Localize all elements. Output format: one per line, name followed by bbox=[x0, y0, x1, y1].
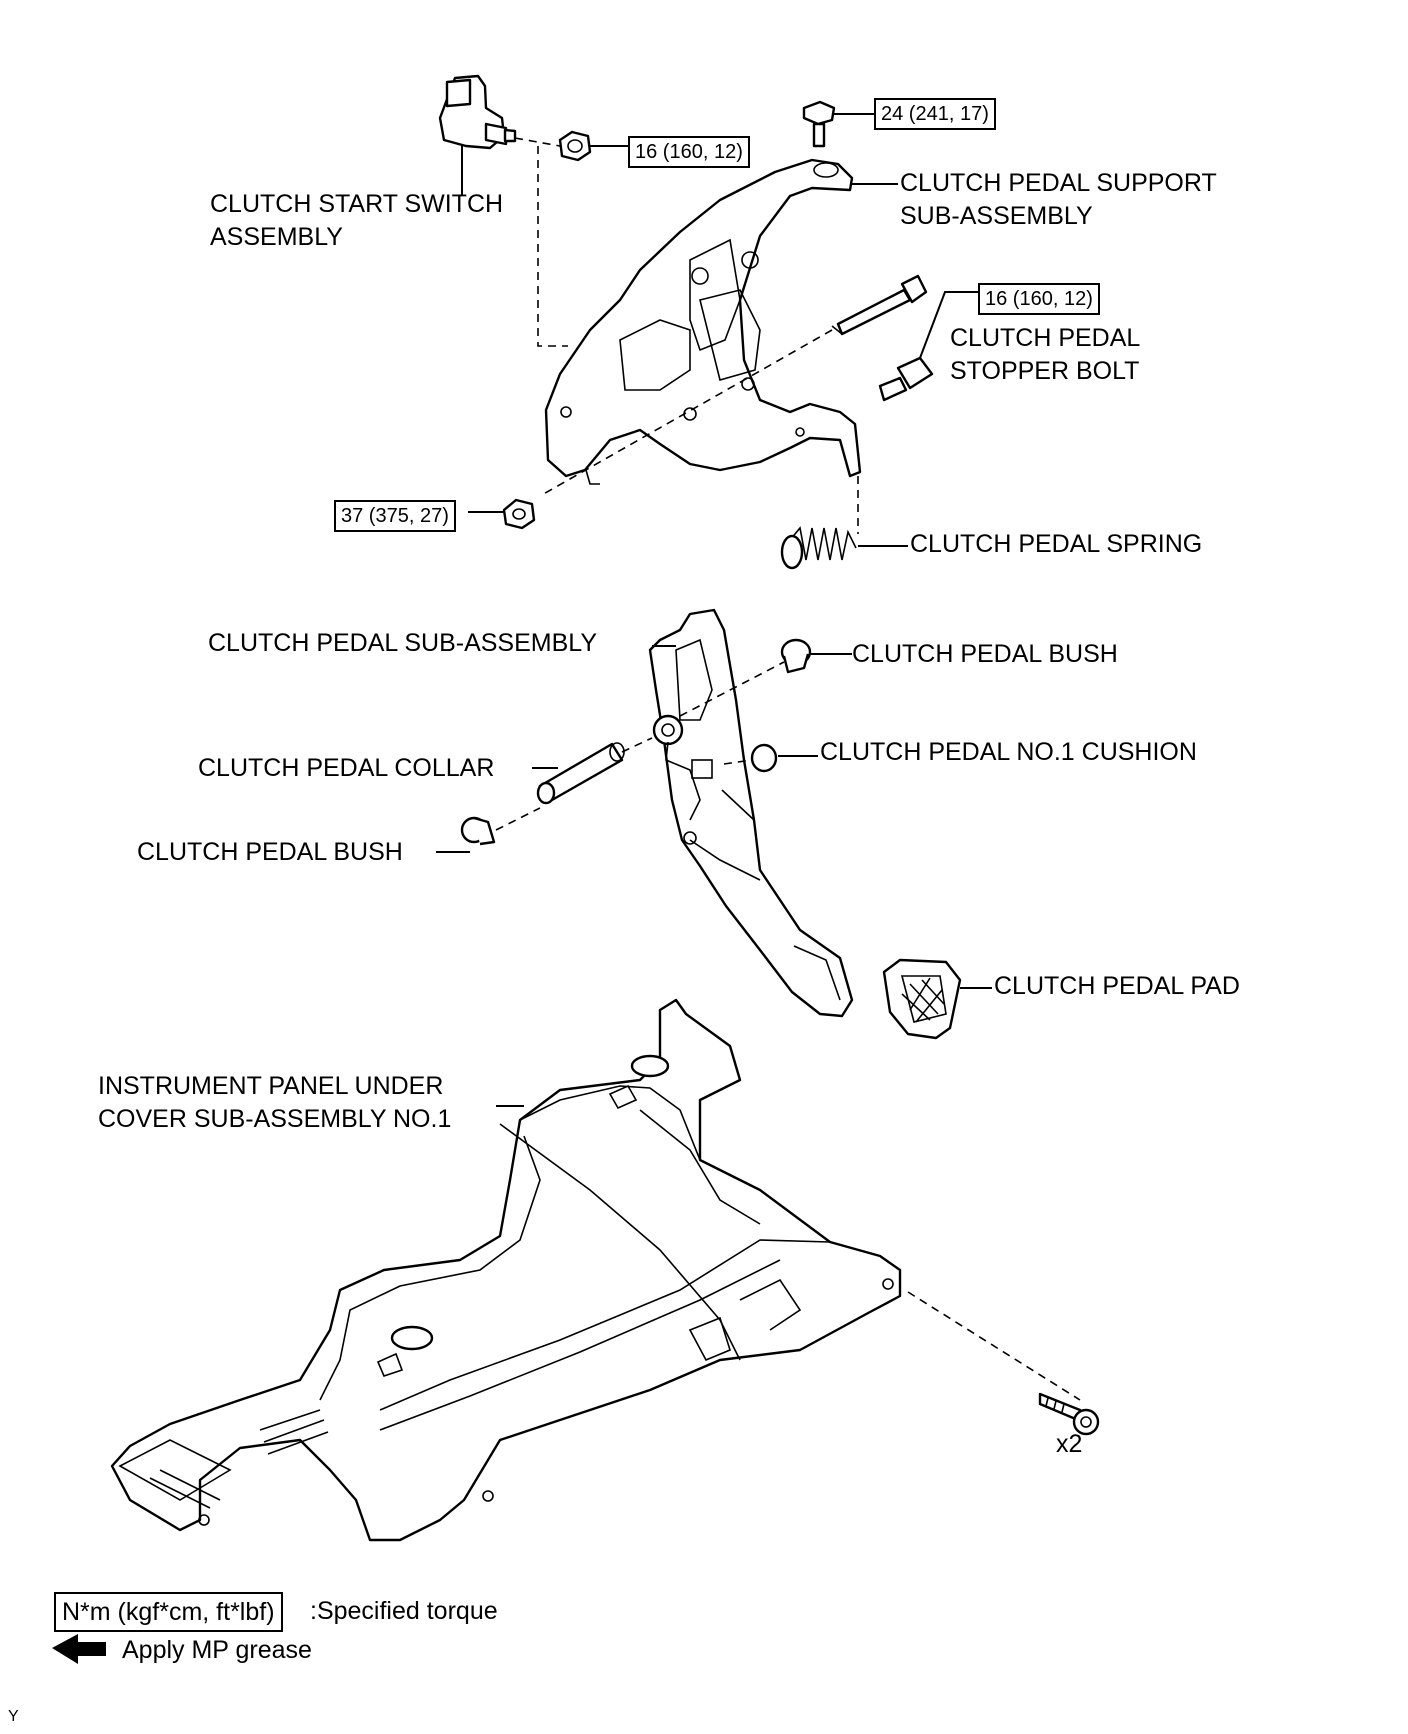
pedal-collar-drawing bbox=[532, 737, 653, 805]
pedal-bush-left-label: CLUTCH PEDAL BUSH bbox=[137, 838, 403, 866]
screw-quantity-label: x2 bbox=[1056, 1430, 1083, 1458]
no1-cushion-label: CLUTCH PEDAL NO.1 CUSHION bbox=[820, 738, 1197, 766]
torque-legend-box: N*m (kgf*cm, ft*lbf) bbox=[54, 1592, 283, 1632]
clutch-start-switch-drawing bbox=[438, 74, 517, 196]
pedal-pad-drawing bbox=[882, 958, 992, 1040]
pedal-sub-assembly-label: CLUTCH PEDAL SUB-ASSEMBLY bbox=[208, 629, 597, 657]
clutch-start-switch-label: CLUTCH START SWITCH ASSEMBLY bbox=[210, 188, 503, 254]
pedal-support-bracket-drawing bbox=[544, 158, 898, 485]
stopper-bolt-label-line1: CLUTCH PEDAL bbox=[950, 324, 1141, 352]
pedal-spring-drawing bbox=[780, 476, 908, 570]
support-bolt-torque: 24 (241, 17) bbox=[874, 98, 996, 130]
pedal-spring-label: CLUTCH PEDAL SPRING bbox=[910, 530, 1203, 558]
stopper-bolt-label: CLUTCH PEDAL STOPPER BOLT bbox=[950, 322, 1140, 388]
grease-legend-text: Apply MP grease bbox=[122, 1636, 312, 1664]
stopper-bolt-label-line2: STOPPER BOLT bbox=[950, 357, 1140, 385]
screw-drawing bbox=[1038, 1392, 1100, 1436]
torque-legend-text: :Specified torque bbox=[310, 1597, 498, 1625]
stopper-bolt-torque: 16 (160, 12) bbox=[978, 283, 1100, 315]
under-cover-drawing bbox=[110, 998, 902, 1542]
support-bolt-drawing bbox=[802, 100, 874, 148]
pedal-bush-right-drawing bbox=[780, 638, 852, 674]
pivot-nut-torque: 37 (375, 27) bbox=[334, 500, 456, 532]
stopper-bolt-drawing bbox=[878, 291, 978, 402]
under-cover-label-line1: INSTRUMENT PANEL UNDER bbox=[98, 1072, 444, 1100]
clutch-start-switch-label-line2: ASSEMBLY bbox=[210, 223, 343, 251]
clutch-start-switch-label-line1: CLUTCH START SWITCH bbox=[210, 190, 504, 218]
under-cover-label: INSTRUMENT PANEL UNDER COVER SUB-ASSEMBL… bbox=[98, 1070, 451, 1136]
pivot-bolt-drawing bbox=[831, 274, 928, 336]
switch-nut-torque: 16 (160, 12) bbox=[628, 136, 750, 168]
pedal-arm-drawing bbox=[648, 608, 854, 1018]
support-sub-assembly-label-line1: CLUTCH PEDAL SUPPORT bbox=[900, 169, 1217, 197]
support-sub-assembly-label: CLUTCH PEDAL SUPPORT SUB-ASSEMBLY bbox=[900, 167, 1217, 233]
pedal-pad-label: CLUTCH PEDAL PAD bbox=[994, 972, 1240, 1000]
pedal-bush-left-drawing bbox=[436, 807, 541, 853]
pedal-bush-right-label: CLUTCH PEDAL BUSH bbox=[852, 640, 1118, 668]
pedal-collar-label: CLUTCH PEDAL COLLAR bbox=[198, 754, 495, 782]
switch-nut-drawing bbox=[558, 130, 628, 162]
under-cover-label-line2: COVER SUB-ASSEMBLY NO.1 bbox=[98, 1105, 452, 1133]
left-arrow-icon bbox=[52, 1634, 106, 1664]
support-sub-assembly-label-line2: SUB-ASSEMBLY bbox=[900, 202, 1093, 230]
pivot-nut-drawing bbox=[468, 498, 536, 530]
corner-mark: Y bbox=[8, 1708, 19, 1725]
no1-cushion-drawing bbox=[750, 743, 818, 773]
